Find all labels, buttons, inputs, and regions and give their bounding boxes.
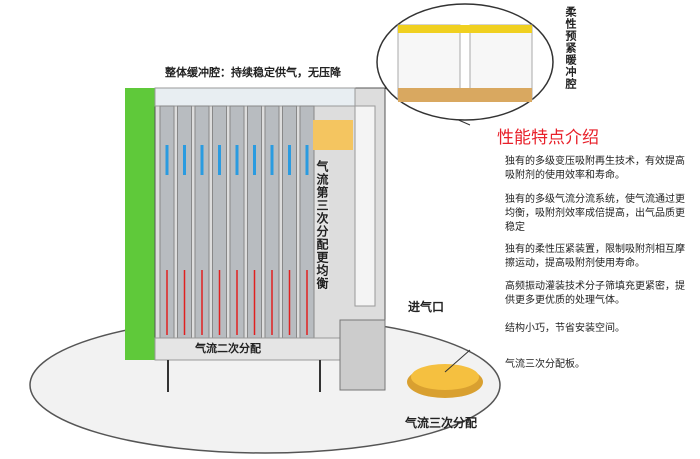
inlet-pipe xyxy=(339,319,386,391)
feature-6: 气流三次分配板。 xyxy=(505,359,585,370)
side-column xyxy=(354,105,376,307)
features-title: 性能特点介绍 xyxy=(497,128,599,148)
feature-1: 独有的多级变压吸附再生技术，有效提高吸附剂的使用效率和寿命。 xyxy=(505,156,685,181)
top-buffer-label: 整体缓冲腔：持续稳定供气，无压降 xyxy=(165,66,341,79)
feature-4: 高频振动灌装技术分子筛填充更紧密，提供更多更优质的处理气体。 xyxy=(505,281,685,306)
feature-5: 结构小巧，节省安装空间。 xyxy=(505,323,625,334)
distribution-mesh xyxy=(313,120,353,150)
feature-2: 独有的多级气流分流系统，使气流通过更均衡，吸附剂效率成倍提高，出气品质更稳定 xyxy=(505,194,685,233)
second-distribution-label: 气流二次分配 xyxy=(195,342,261,355)
third-distribution-label: 气流第三次分配更均衡 xyxy=(315,160,329,290)
inlet-label: 进气口 xyxy=(408,300,445,314)
feature-3: 独有的柔性压紧装置，限制吸附剂相互摩擦运动，提高吸附剂使用寿命。 xyxy=(505,244,685,269)
inset-label: 柔性预紧暖冲腔 xyxy=(564,6,577,90)
plate-label: 气流三次分配 xyxy=(405,416,478,430)
top-buffer-chamber xyxy=(154,87,356,107)
green-side-panel xyxy=(125,88,155,360)
